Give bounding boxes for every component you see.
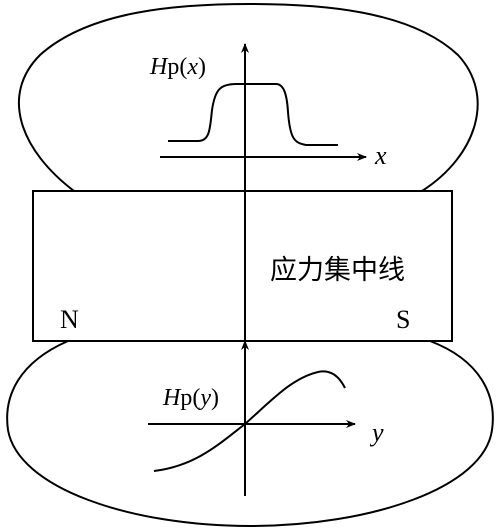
- specimen-body: [32, 190, 453, 342]
- hp-x-curve: [168, 83, 338, 146]
- north-pole-label: N: [60, 305, 79, 334]
- lower-field-loop: [6, 340, 494, 528]
- y-axis-label: y: [369, 418, 384, 447]
- hp-y-label: Hp(y): [162, 385, 219, 411]
- upper-field-loop: [17, 2, 479, 192]
- hp-y-curve: [153, 370, 346, 472]
- south-pole-label: S: [396, 305, 410, 334]
- hp-x-label: Hp(x): [149, 54, 206, 80]
- x-axis-label: x: [374, 141, 387, 170]
- stress-line-caption: 应力集中线: [270, 255, 405, 286]
